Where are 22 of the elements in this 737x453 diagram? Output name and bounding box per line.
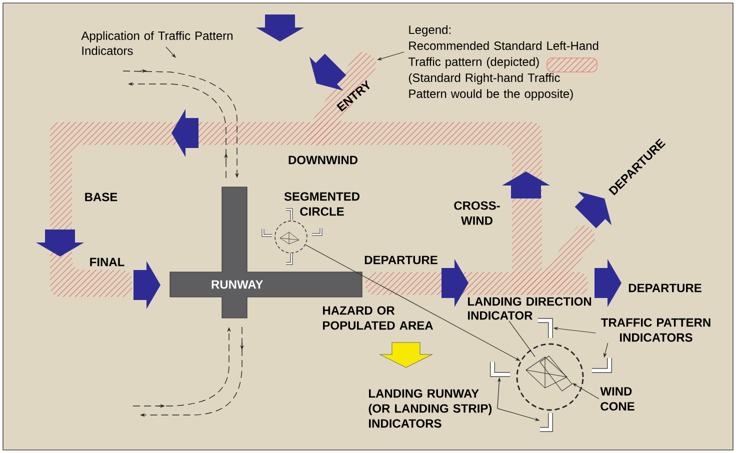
callout-text: LANDING RUNWAY (OR LANDING STRIP) INDICATORS: [368, 389, 492, 428]
leader-line: [166, 46, 176, 58]
pattern-leg-label: DOWNWIND: [288, 156, 358, 164]
indicator-marker: [592, 358, 612, 373]
pattern-leg-label: BASE: [85, 192, 118, 202]
callout-text: LANDING DIRECTION INDICATOR: [468, 297, 592, 320]
annotation-text: Application of Traffic Pattern Indicators: [81, 31, 232, 55]
callout-text: TRAFFIC PATTERN INDICATORS: [601, 318, 710, 342]
pattern-leg-label: FINAL: [90, 258, 124, 266]
indicator-marker: [538, 318, 553, 338]
legend-text: Legend: Recommended Standard Left-Hand Traffic pattern (depicted) (Standard Right-hand Traffic Pattern would be the opposite): [408, 25, 598, 100]
leader-line: [508, 320, 536, 358]
pattern-leg-label: DEPARTURE: [364, 256, 438, 264]
tetrahedron-indicator: [526, 356, 568, 388]
pattern-leg-label: CROSS-WIND: [454, 201, 500, 225]
pattern-leg-label: DEPARTURE: [628, 284, 702, 292]
indicator-marker: [540, 413, 553, 432]
callout-text: WIND CONE: [600, 387, 634, 411]
indicator-marker: [490, 362, 510, 377]
wind-cone: [540, 356, 572, 392]
segmented-circle-label: SEGMENTED CIRCLE: [284, 192, 360, 216]
segmented-circle: [516, 343, 584, 411]
